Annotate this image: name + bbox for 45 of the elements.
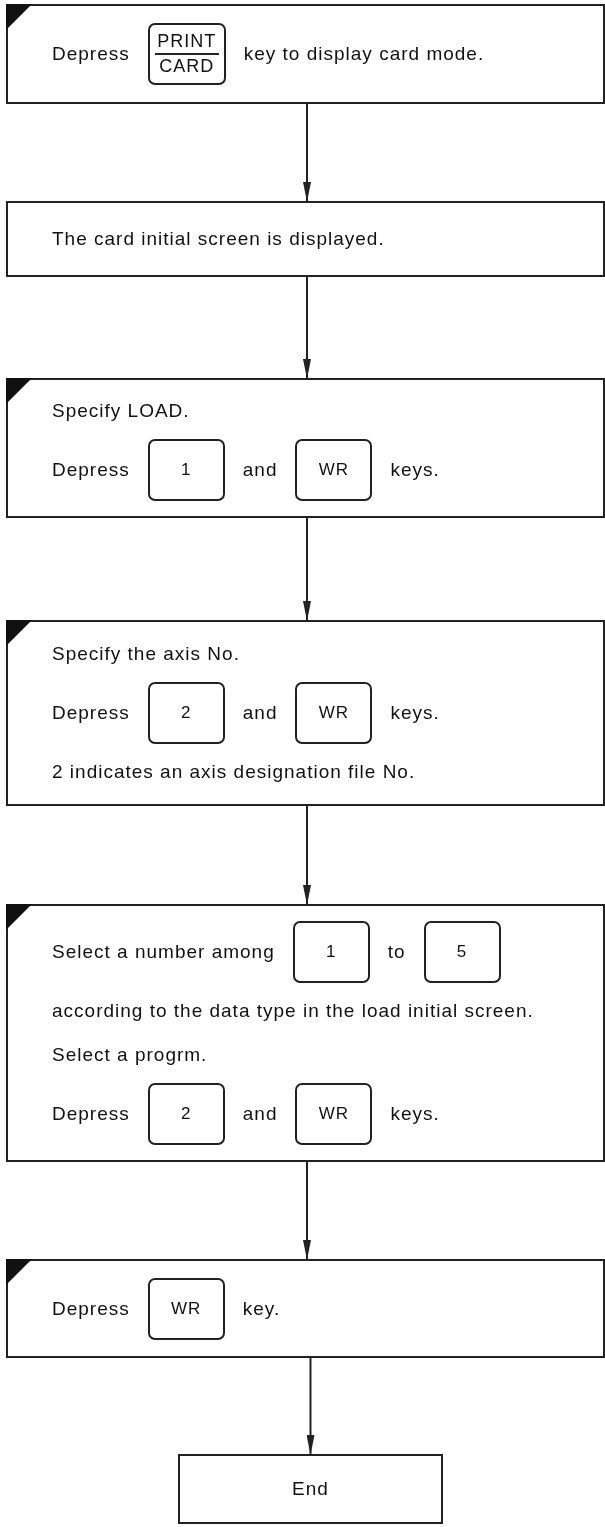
step-text: Select a progrm. [52, 1043, 208, 1067]
key-cap: 1 [292, 921, 370, 983]
process-box [6, 4, 605, 104]
step-text: key. [242, 1296, 281, 1321]
step-text: according to the data type in the load initial screen. [52, 999, 534, 1023]
step-text: 2 indicates an axis designation file No. [52, 760, 416, 784]
step-text: Depress [52, 458, 130, 482]
key-cap: WR [295, 1083, 373, 1145]
arrow [303, 516, 311, 622]
end-box [178, 1454, 443, 1524]
step-text: keys. [390, 458, 440, 482]
key-cap: 2 [147, 682, 225, 744]
step-text: Specify LOAD. [52, 399, 190, 423]
key-cap: 1 [147, 439, 225, 501]
step-text: key to display card mode. [243, 42, 485, 66]
process-box [6, 201, 605, 277]
step-text: keys. [390, 1102, 440, 1126]
arrow [303, 1160, 311, 1261]
arrow [303, 102, 311, 203]
step-text: and [242, 1102, 278, 1126]
arrow [303, 804, 311, 906]
key-cap: 2 [147, 1083, 225, 1145]
step-text: Select a number among [52, 940, 275, 964]
process-box [6, 378, 605, 518]
key-cap: WR [295, 439, 373, 501]
end-label: End [292, 1477, 329, 1501]
process-box [6, 620, 605, 806]
step-text: The card initial screen is displayed. [52, 227, 385, 251]
step-text: and [242, 458, 278, 482]
step-text: Specify the axis No. [52, 642, 240, 666]
arrow [306, 1356, 315, 1456]
key-cap: PRINT CARD [147, 23, 226, 85]
key-cap: WR [295, 682, 373, 744]
step-text: Depress [52, 1102, 130, 1126]
key-cap: 5 [423, 921, 501, 983]
process-box [6, 1259, 605, 1358]
step-text: to [387, 940, 406, 964]
key-cap: WR [147, 1277, 225, 1340]
step-text: Depress [52, 1296, 130, 1321]
step-text: and [242, 701, 278, 725]
arrow [303, 275, 311, 380]
step-text: Depress [52, 701, 130, 725]
process-box [6, 904, 605, 1162]
step-text: keys. [390, 701, 440, 725]
step-text: Depress [52, 42, 130, 66]
